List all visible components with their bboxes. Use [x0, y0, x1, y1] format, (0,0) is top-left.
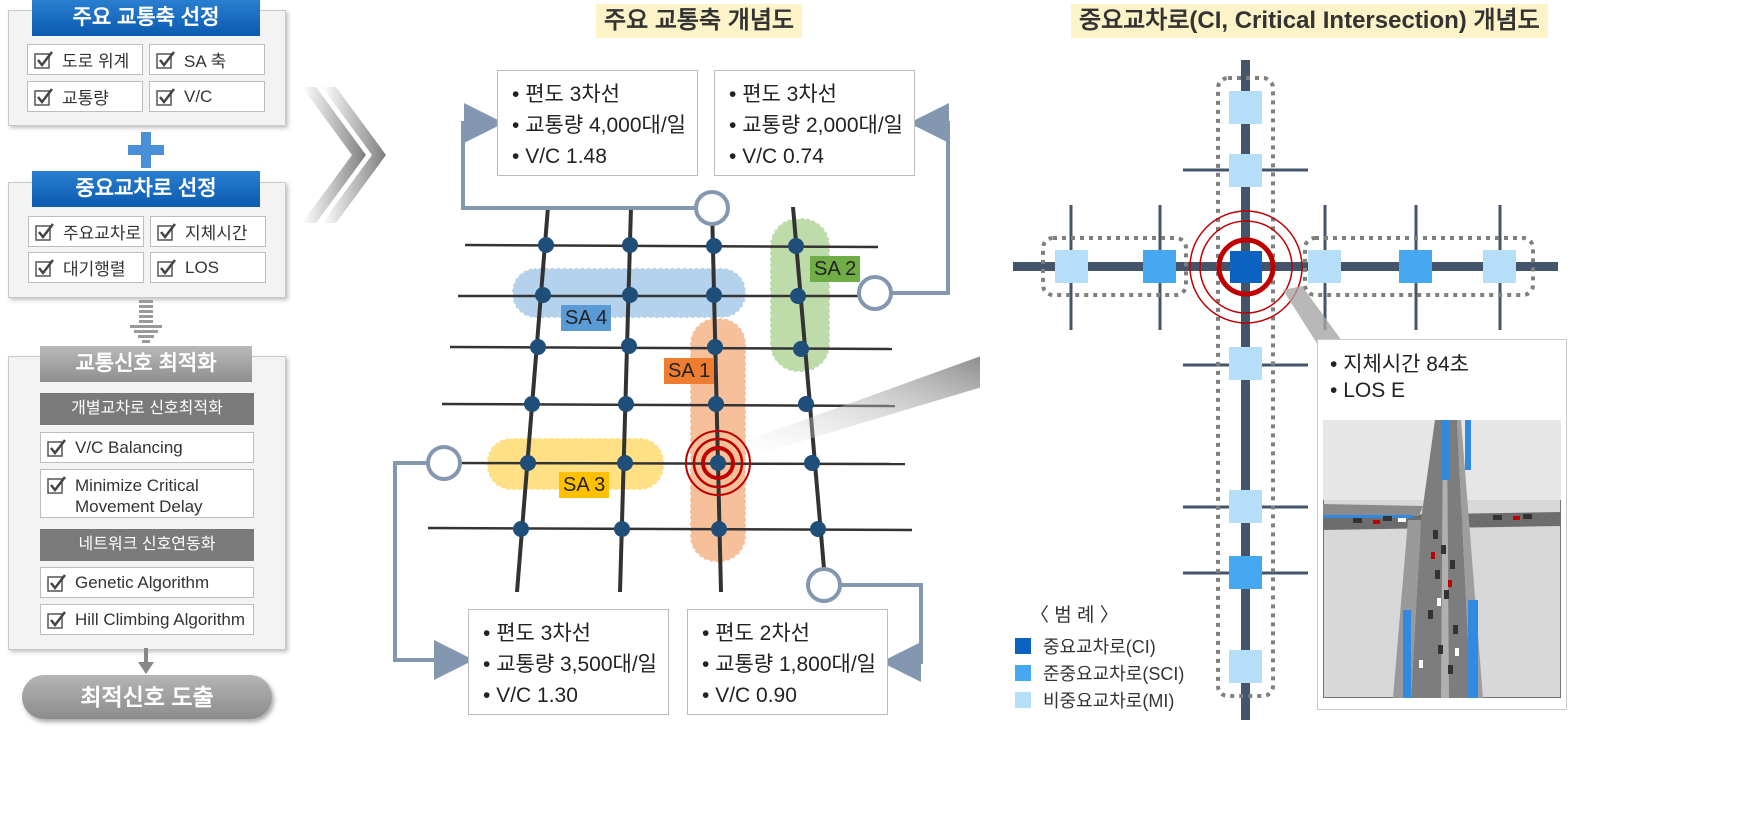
info-line: • 교통량 4,000대/일: [512, 114, 687, 137]
info-line: • 편도 3차선: [483, 622, 591, 645]
check-major-intersection: 주요교차로: [28, 216, 144, 247]
check-label: Hill Climbing Algorithm: [75, 609, 246, 629]
info-box-bottom-left: • 편도 3차선 • 교통량 3,500대/일 • V/C 1.30: [468, 609, 669, 715]
info-line: • 편도 3차선: [512, 83, 620, 106]
big-arrow: [748, 356, 980, 456]
info-line: • V/C 1.30: [483, 684, 578, 707]
info-line: • V/C 1.48: [512, 145, 607, 168]
chevron-right-icon: [302, 87, 386, 223]
check-label: 주요교차로: [63, 224, 142, 243]
check-genetic-algorithm: Genetic Algorithm: [40, 567, 254, 598]
info-line: • 교통량 2,000대/일: [729, 114, 904, 137]
check-icon: [35, 222, 55, 242]
check-icon: [47, 438, 67, 458]
check-queue: 대기행렬: [28, 252, 144, 283]
legend-title: 〈 범 례 〉: [1030, 605, 1119, 626]
check-label: 교통량: [62, 89, 109, 108]
info-box-bottom-right: • 편도 2차선 • 교통량 1,800대/일 • V/C 0.90: [687, 609, 888, 715]
check-sa-axis: SA 축: [149, 44, 265, 75]
check-icon: [156, 87, 176, 107]
info-line: • 편도 2차선: [702, 622, 810, 645]
sa3-label: SA 3: [559, 472, 610, 498]
down-arrow-icon: [138, 648, 154, 674]
info-line: • 교통량 1,800대/일: [702, 653, 877, 676]
info-line: • V/C 0.90: [702, 684, 797, 707]
ci-selection-title: 중요교차로 선정: [32, 171, 260, 207]
check-vc-balancing: V/C Balancing: [40, 432, 254, 463]
sa1-label: SA 1: [664, 358, 715, 384]
traffic-simulation-image: [1323, 420, 1561, 698]
info-line: • V/C 0.74: [729, 145, 824, 168]
check-icon: [157, 222, 177, 242]
legend-sci: 준중요교차로(SCI): [1015, 660, 1184, 686]
optimization-title: 교통신호 최적화: [40, 346, 252, 382]
ci-rings: [1189, 210, 1303, 324]
info-box-top-left: • 편도 3차선 • 교통량 4,000대/일 • V/C 1.48: [497, 70, 698, 176]
check-delay: 지체시간: [150, 216, 266, 247]
network-coordination-header: 네트워크 신호연동화: [40, 529, 254, 561]
legend-swatch: [1015, 638, 1031, 654]
sa4-label: SA 4: [561, 305, 612, 331]
check-icon: [34, 87, 54, 107]
check-label-line2: Movement Delay: [75, 497, 203, 516]
info-line: • 편도 3차선: [729, 83, 837, 106]
ci-info-line: • 지체시간 84초: [1330, 353, 1469, 376]
dotted-down-arrow-icon: [130, 300, 162, 343]
check-icon: [34, 50, 54, 70]
check-hill-climbing: Hill Climbing Algorithm: [40, 604, 254, 635]
critical-intersection-marker: [685, 430, 751, 496]
check-label: Genetic Algorithm: [75, 572, 210, 592]
check-icon: [35, 258, 55, 278]
check-vc: V/C: [149, 81, 265, 112]
check-icon: [47, 573, 67, 593]
check-icon: [47, 475, 67, 495]
check-label: V/C: [184, 86, 213, 106]
check-label: 대기행렬: [63, 260, 126, 279]
ci-diagram-title: 중요교차로(CI, Critical Intersection) 개념도: [1071, 4, 1548, 38]
legend-swatch: [1015, 692, 1031, 708]
optimal-signal-result: 최적신호 도출: [22, 675, 272, 719]
individual-optimization-header: 개별교차로 신호최적화: [40, 393, 254, 425]
check-label: 도로 위계: [62, 52, 130, 71]
check-los: LOS: [150, 252, 266, 283]
check-label: LOS: [185, 257, 220, 277]
sa2-label: SA 2: [810, 256, 861, 282]
legend-swatch: [1015, 665, 1031, 681]
legend-mi: 비중요교차로(MI): [1015, 687, 1174, 713]
check-label-line1: Minimize Critical: [75, 476, 199, 495]
check-traffic-volume: 교통량: [27, 81, 143, 112]
check-icon: [157, 258, 177, 278]
ci-info-line: • LOS E: [1330, 379, 1406, 402]
check-icon: [47, 610, 67, 630]
ci-node: [1230, 251, 1262, 283]
axis-diagram-title: 주요 교통축 개념도: [596, 4, 802, 38]
axis-selection-title: 주요 교통축 선정: [32, 0, 260, 36]
check-label: V/C Balancing: [75, 437, 183, 457]
info-line: • 교통량 3,500대/일: [483, 653, 658, 676]
info-box-top-right: • 편도 3차선 • 교통량 2,000대/일 • V/C 0.74: [714, 70, 915, 176]
plus-icon: [128, 132, 164, 168]
check-label: 지체시간: [185, 224, 248, 243]
ci-concept-diagram: [1013, 60, 1558, 720]
legend-ci: 중요교차로(CI): [1015, 633, 1156, 659]
check-icon: [156, 50, 176, 70]
check-label: SA 축: [184, 52, 227, 71]
check-road-hierarchy: 도로 위계: [27, 44, 143, 75]
